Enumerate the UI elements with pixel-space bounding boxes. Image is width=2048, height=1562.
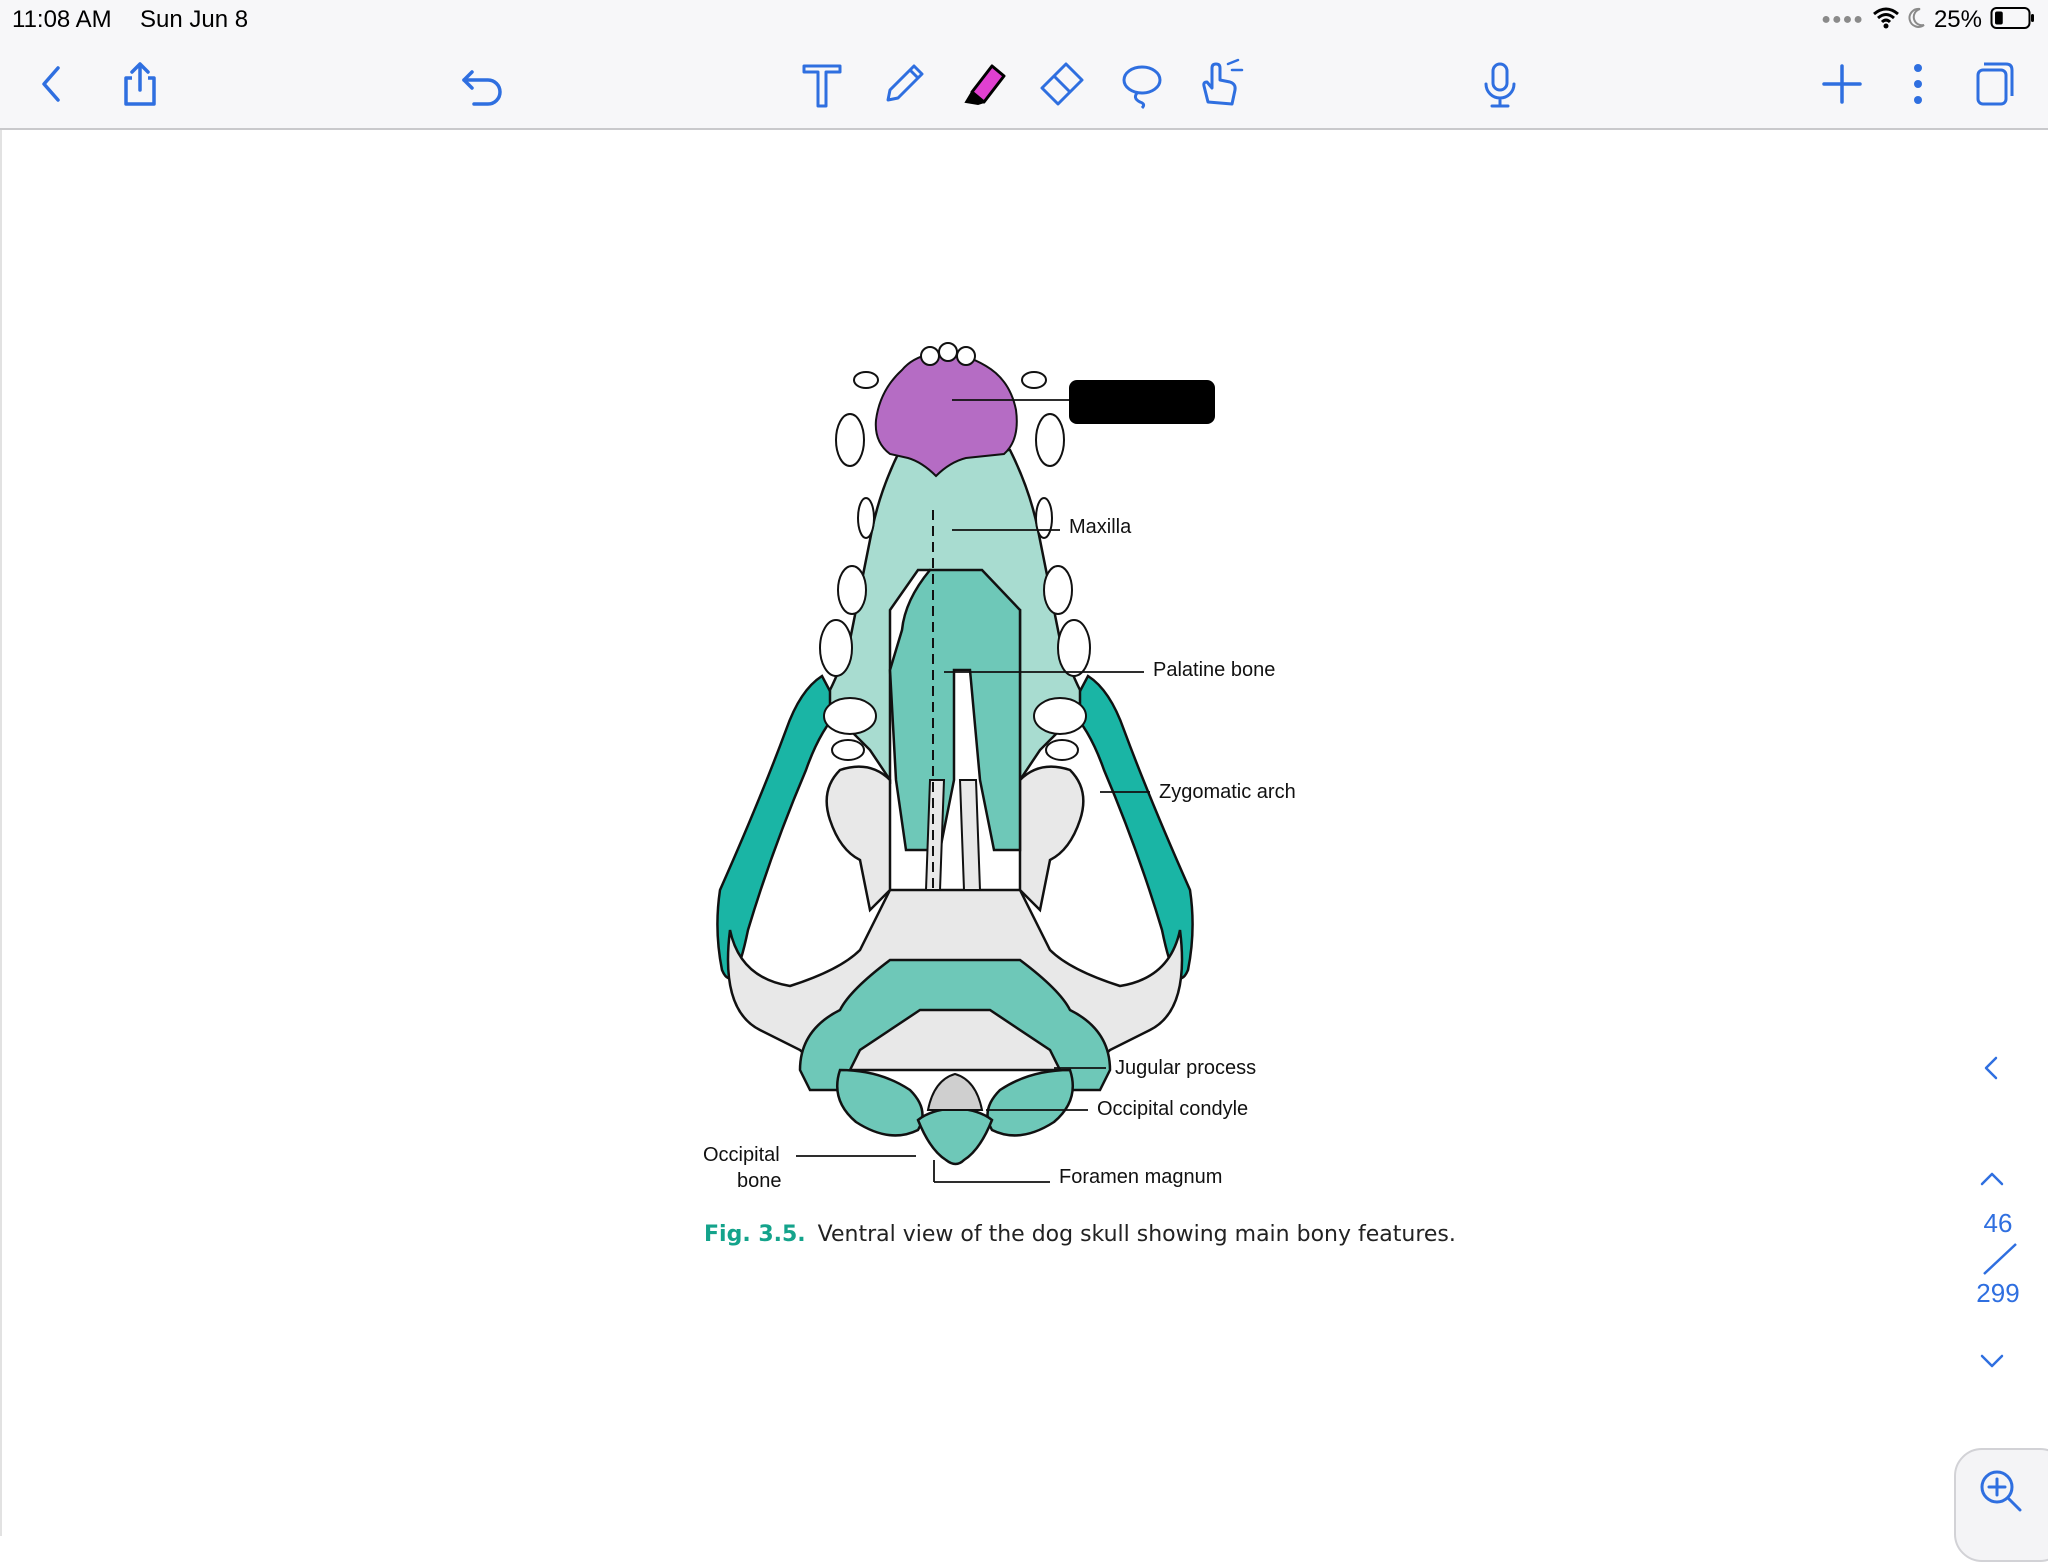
pen-icon xyxy=(886,64,924,102)
teeth xyxy=(819,342,1091,761)
pen-tool-button[interactable] xyxy=(872,52,936,116)
status-time: 11:08 AM xyxy=(12,6,112,33)
current-page-number[interactable]: 46 xyxy=(1983,1208,2013,1238)
foramen-magnum xyxy=(926,1072,984,1111)
moon-icon xyxy=(1908,7,1926,34)
page-divider-icon xyxy=(1983,1243,2017,1275)
figure-caption-text: Ventral view of the dog skull showing ma… xyxy=(817,1222,1456,1247)
pages-button[interactable] xyxy=(1962,52,2026,116)
label-jugular-process: Jugular process xyxy=(1115,1057,1257,1079)
occipital-bone xyxy=(916,1106,994,1166)
add-icon xyxy=(1822,64,1862,104)
status-bar: 11:08 AM Sun Jun 8 ●●●● 25% xyxy=(0,0,2048,40)
vomer xyxy=(924,779,982,891)
chevron-down-icon xyxy=(1980,1354,2004,1368)
right-pterygoid xyxy=(1018,765,1085,913)
label-foramen-magnum: Foramen magnum xyxy=(1059,1166,1223,1188)
zoom-button[interactable] xyxy=(1954,1448,2048,1562)
more-icon xyxy=(1914,64,1922,104)
label-palatine-bone: Palatine bone xyxy=(1153,659,1276,681)
hand-tool-button[interactable] xyxy=(1188,52,1252,116)
palatine-region xyxy=(888,568,1022,852)
skull-figure xyxy=(716,342,1194,1183)
undo-icon xyxy=(462,70,502,106)
right-zygomatic-arch xyxy=(1068,674,1194,980)
signal-dots-icon: ●●●● xyxy=(1821,11,1864,28)
chevron-up-icon xyxy=(1980,1172,2004,1186)
text-tool-button[interactable] xyxy=(790,52,854,116)
label-leader-lines xyxy=(796,399,1150,1183)
label-zygomatic-arch: Zygomatic arch xyxy=(1159,781,1296,803)
chevron-left-icon xyxy=(1984,1056,1998,1080)
more-button[interactable] xyxy=(1886,52,1950,116)
microphone-button[interactable] xyxy=(1468,52,1532,116)
battery-icon xyxy=(1990,6,2036,35)
wifi-icon xyxy=(1872,7,1900,34)
label-occipital-bone-line1: Occipital xyxy=(703,1144,780,1166)
right-occipital-condyle xyxy=(986,1068,1074,1137)
share-icon xyxy=(124,62,156,106)
back-icon xyxy=(42,66,60,102)
left-pterygoid xyxy=(825,765,892,913)
highlighter-tool-button[interactable] xyxy=(952,52,1016,116)
share-button[interactable] xyxy=(108,52,172,116)
left-occipital-condyle xyxy=(836,1068,924,1137)
hand-pointer-icon xyxy=(1202,58,1244,106)
pages-icon xyxy=(1976,62,2014,106)
text-tool-icon xyxy=(802,64,842,108)
previous-page-button[interactable] xyxy=(1968,1156,2016,1204)
collapse-button[interactable] xyxy=(1968,1044,2016,1092)
back-button[interactable] xyxy=(20,52,84,116)
page-edge xyxy=(0,130,2,1536)
lasso-icon xyxy=(1122,65,1162,110)
eraser-tool-button[interactable] xyxy=(1030,52,1094,116)
zoom-in-icon xyxy=(1980,1470,2022,1512)
figure-number: Fig. 3.5. xyxy=(704,1222,806,1247)
toolbar xyxy=(0,40,2048,130)
label-maxilla: Maxilla xyxy=(1069,516,1132,538)
occipital-region xyxy=(798,958,1112,1092)
label-occipital-bone-line2: bone xyxy=(737,1170,782,1192)
status-date: Sun Jun 8 xyxy=(140,6,249,33)
label-occipital-condyle: Occipital condyle xyxy=(1097,1098,1249,1120)
status-indicators: ●●●● 25% xyxy=(1821,4,2036,36)
highlighter-icon xyxy=(964,64,1006,106)
left-zygomatic-arch xyxy=(716,674,842,980)
undo-button[interactable] xyxy=(450,52,514,116)
redacted-label-box xyxy=(1069,380,1215,424)
next-page-button[interactable] xyxy=(1968,1336,2016,1384)
figure-caption: Fig. 3.5. Ventral view of the dog skull s… xyxy=(704,1222,1456,1247)
total-pages: 299 xyxy=(1976,1278,2020,1308)
eraser-icon xyxy=(1040,62,1084,106)
microphone-icon xyxy=(1484,62,1516,108)
battery-percent: 25% xyxy=(1933,6,1982,33)
add-button[interactable] xyxy=(1810,52,1874,116)
lasso-tool-button[interactable] xyxy=(1110,52,1174,116)
